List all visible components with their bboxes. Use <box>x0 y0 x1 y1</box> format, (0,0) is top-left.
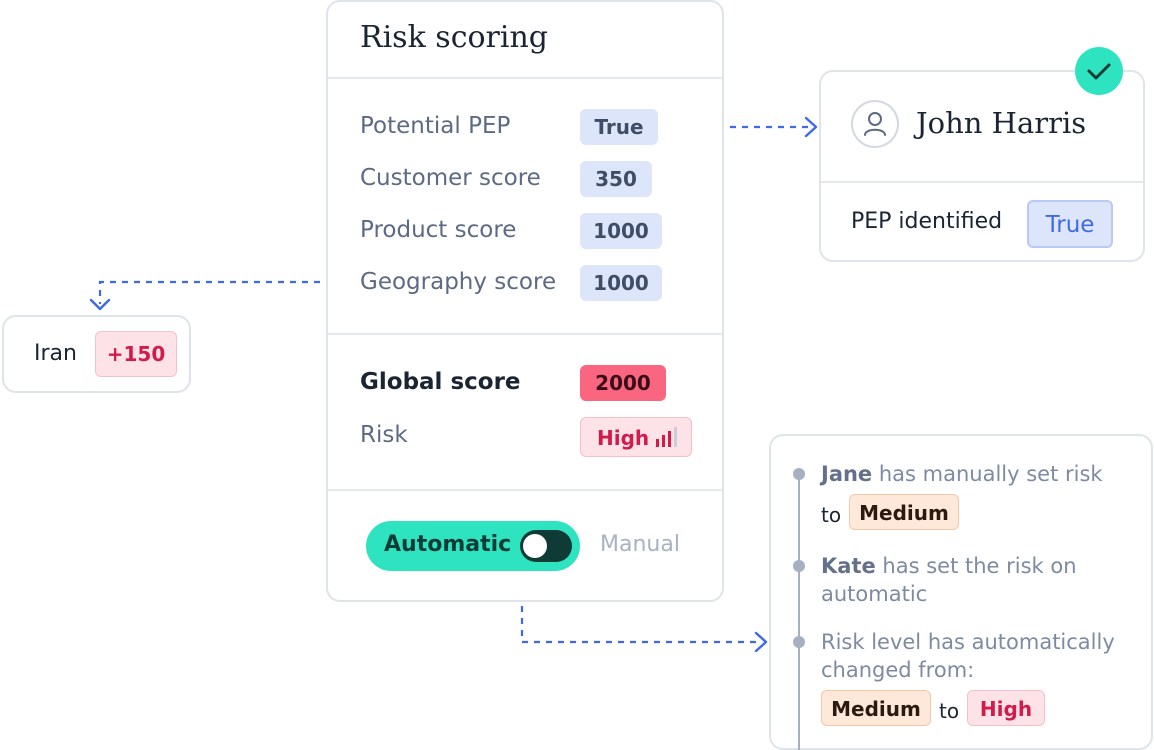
arrow-down-icon <box>89 298 111 311</box>
timeline-entry-3: Risk level has automatically <box>821 630 1115 654</box>
manual-option[interactable]: Manual <box>600 532 680 557</box>
customer-score-label: Customer score <box>360 165 541 191</box>
risk-value-badge: High <box>580 417 692 457</box>
automatic-toggle[interactable]: Automatic <box>366 521 580 571</box>
toggle-knob <box>523 534 547 558</box>
potential-pep-label: Potential PEP <box>360 113 511 139</box>
user-icon <box>864 112 886 136</box>
country-card: Iran +150 <box>2 315 191 393</box>
timeline-dot <box>793 560 805 572</box>
arrow-right-icon <box>804 116 818 138</box>
avatar <box>851 100 899 148</box>
to-level-badge: High <box>967 690 1045 726</box>
entry-text: has set the risk on <box>875 554 1077 578</box>
pep-identified-value: True <box>1027 200 1113 248</box>
from-level-badge: Medium <box>821 690 931 726</box>
geography-connector-line <box>98 280 344 304</box>
potential-pep-value: True <box>580 109 658 145</box>
timeline-entry-1: Jane has manually set risk <box>821 460 1103 488</box>
arrow-right-icon <box>754 631 768 653</box>
divider <box>821 181 1143 183</box>
geography-score-label: Geography score <box>360 269 557 295</box>
timeline-dot <box>793 636 805 648</box>
risk-scoring-card: Risk scoring Potential PEP True Customer… <box>326 0 724 602</box>
product-score-label: Product score <box>360 217 517 243</box>
toggle-switch[interactable] <box>520 530 572 562</box>
global-score-value: 2000 <box>580 365 666 401</box>
risk-label: Risk <box>360 422 408 448</box>
actor-name: Jane <box>821 462 873 486</box>
entry-text: changed from: <box>821 658 975 682</box>
automatic-label: Automatic <box>384 532 512 557</box>
risk-value: High <box>597 426 650 450</box>
verified-badge <box>1075 47 1123 95</box>
pep-identified-label: PEP identified <box>851 209 1003 234</box>
entry-to: to <box>939 699 960 723</box>
divider <box>328 489 722 491</box>
customer-score-value: 350 <box>580 161 652 197</box>
actor-name: Kate <box>821 554 876 578</box>
divider <box>328 77 722 79</box>
timeline-entry-2: Kate has set the risk on <box>821 552 1077 580</box>
person-name: John Harris <box>916 106 1087 140</box>
geography-score-value: 1000 <box>580 265 662 301</box>
entry-text: automatic <box>821 582 928 606</box>
activity-timeline: Jane has manually set risk to Medium Kat… <box>769 434 1153 750</box>
product-score-value: 1000 <box>580 213 662 249</box>
timeline-dot <box>793 468 805 480</box>
check-icon <box>1087 63 1111 80</box>
country-name: Iran <box>34 341 77 366</box>
global-score-label: Global score <box>360 369 521 395</box>
toggle-connector-line <box>520 582 762 644</box>
signal-bars-icon <box>656 427 677 447</box>
entry-to: to <box>821 503 842 527</box>
timeline-line <box>798 470 800 750</box>
card-title: Risk scoring <box>360 20 549 55</box>
entry-text: has manually set risk <box>872 462 1103 486</box>
country-score-delta: +150 <box>95 331 177 377</box>
risk-level-badge: Medium <box>849 494 959 530</box>
person-card: John Harris PEP identified True <box>819 70 1145 262</box>
divider <box>328 333 722 335</box>
